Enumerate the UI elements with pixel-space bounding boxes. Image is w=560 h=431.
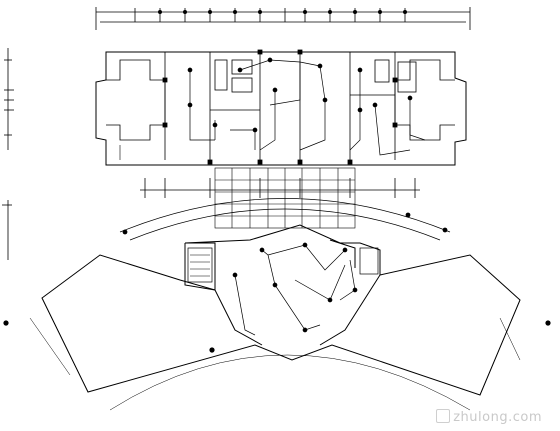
upper-wiring <box>187 57 426 156</box>
lower-wiring <box>232 242 358 336</box>
axis-markers <box>3 212 551 353</box>
left-dimension-line <box>2 48 14 260</box>
lower-building <box>29 224 521 396</box>
watermark-text: zhulong.com <box>453 410 542 425</box>
top-dimension-line <box>95 7 471 30</box>
zhulong-logo-icon <box>436 409 451 423</box>
walkway-grid <box>214 167 356 229</box>
site-arcs <box>109 198 471 411</box>
watermark: zhulong.com <box>436 409 542 425</box>
upper-building <box>95 49 467 166</box>
middle-dimension-line <box>140 178 420 198</box>
